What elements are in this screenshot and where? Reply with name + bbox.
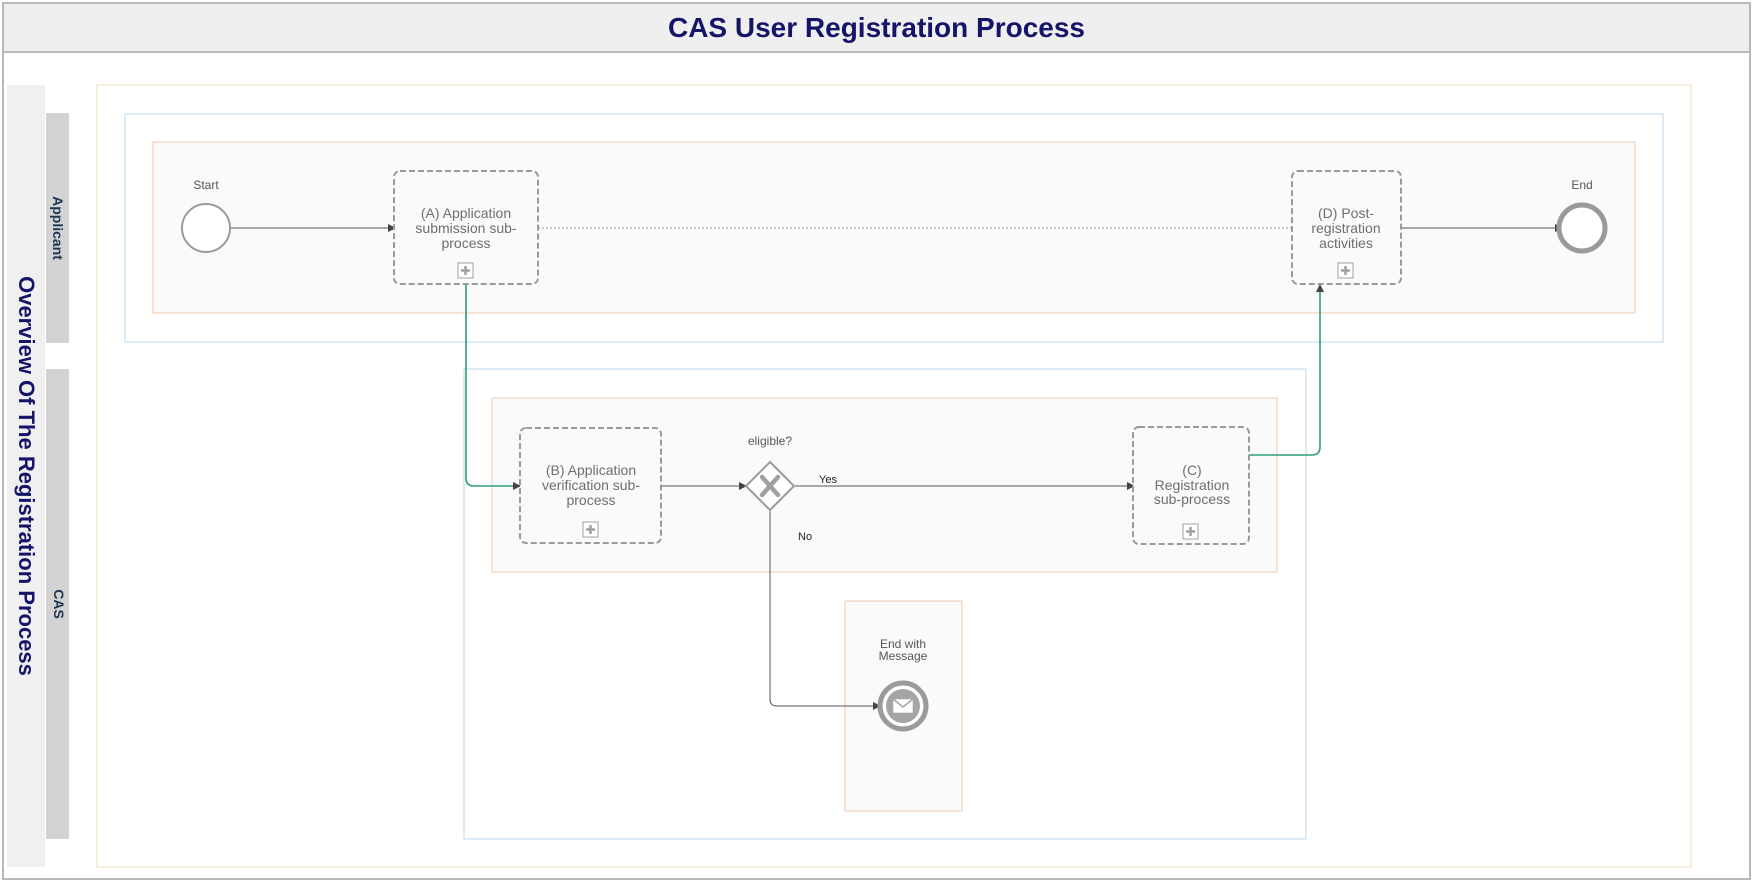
task-c-registration[interactable]: (C) Registration sub-process [1132, 426, 1250, 545]
task-d-post-registration[interactable]: (D) Post- registration activities [1291, 170, 1402, 285]
task-b-line2: verification sub- [542, 477, 640, 493]
lane-header-cas [46, 369, 69, 839]
task-a-line1: (A) Application [421, 205, 511, 221]
end-event[interactable] [1556, 202, 1608, 254]
lane-label-applicant: Applicant [50, 196, 66, 260]
task-a-line2: submission sub- [415, 220, 516, 236]
task-c-line3: sub-process [1154, 491, 1230, 507]
task-b-line1: (B) Application [546, 462, 636, 478]
lane-header-applicant [46, 113, 69, 343]
pool-outline [96, 84, 1692, 868]
message-flow-a-to-b [465, 284, 521, 490]
gateway-no-label: No [798, 531, 812, 543]
start-event-label: Start [193, 178, 219, 192]
collapsed-subprocess-marker-icon[interactable] [1337, 262, 1354, 279]
exclusive-gateway-eligible[interactable] [744, 460, 796, 512]
pool-header [7, 85, 45, 867]
task-d-line1: (D) Post- [1318, 205, 1374, 221]
end-event-label: End [1571, 178, 1592, 192]
title-bar: CAS User Registration Process [2, 2, 1751, 53]
task-c-line1: (C) [1182, 462, 1201, 478]
end-message-event[interactable] [877, 680, 929, 732]
task-a-line3: process [441, 235, 490, 251]
end-message-label-line2: Message [879, 649, 928, 663]
applicant-lane-outline [124, 113, 1664, 343]
collapsed-subprocess-marker-icon[interactable] [1182, 523, 1199, 540]
task-c-line2: Registration [1155, 477, 1230, 493]
collapsed-subprocess-marker-icon[interactable] [457, 262, 474, 279]
task-b-line3: process [566, 492, 615, 508]
collapsed-subprocess-marker-icon[interactable] [582, 521, 599, 538]
lane-label-cas: CAS [51, 589, 67, 619]
page-title: CAS User Registration Process [667, 11, 1086, 43]
task-b-application-verification[interactable]: (B) Application verification sub- proces… [519, 427, 662, 544]
task-a-application-submission[interactable]: (A) Application submission sub- process [393, 170, 539, 285]
end-message-label-line1: End with [880, 637, 926, 651]
envelope-icon [892, 698, 914, 714]
flow-gateway-no-to-end-message [769, 510, 881, 710]
start-event[interactable] [181, 203, 231, 253]
pool-label: Overview Of The Registration Process [14, 276, 39, 676]
cas-lane-outline [463, 368, 1307, 840]
gateway-label: eligible? [748, 434, 792, 448]
exclusive-gateway-x-icon [759, 474, 781, 498]
task-d-line3: activities [1319, 235, 1373, 251]
task-d-line2: registration [1311, 220, 1380, 236]
gateway-yes-label: Yes [819, 474, 837, 486]
message-flow-c-to-d [1249, 284, 1324, 456]
